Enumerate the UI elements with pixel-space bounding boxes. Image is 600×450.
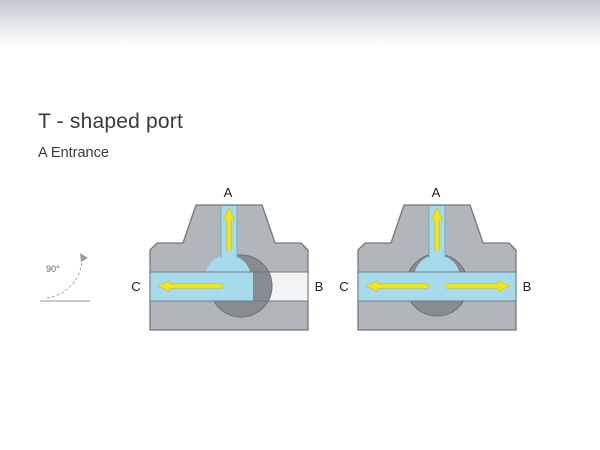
flow-arrow-b [445,280,511,292]
flow-arrow-a [431,207,443,251]
port-label-a: A [224,185,233,200]
port-label-b: B [315,279,324,294]
ball-bore [205,255,251,301]
port-label-a: A [432,185,441,200]
ball-bore [414,255,460,301]
flow-arrow-c [365,280,429,292]
port-label-c: C [339,279,348,294]
port-label-c: C [131,279,140,294]
angle-annotation: 90° [40,253,90,302]
port-label-b: B [523,279,532,294]
page-title: T - shaped port [38,110,184,133]
rotation-arc [45,257,83,299]
rotation-arrow-icon [80,253,88,262]
angle-label: 90° [46,264,60,274]
subtitle-entrance: A Entrance [38,145,109,161]
flow-arrow-c [157,280,223,292]
valve-diagram-left: A C B [131,185,324,331]
valve-diagram-right: A C B [339,185,532,331]
slide-header-gradient [0,0,600,46]
flow-arrow-a [223,207,235,251]
